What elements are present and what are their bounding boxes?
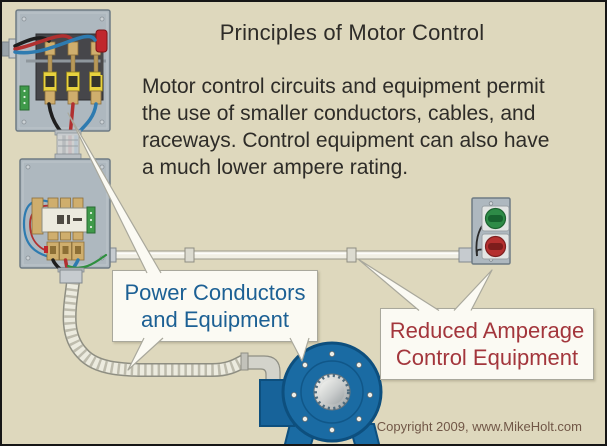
tail-to-raceway	[357, 258, 440, 312]
stop-button	[481, 233, 510, 260]
slide-title: Principles of Motor Control	[219, 20, 485, 45]
body-line: a much lower ampere rating.	[142, 156, 409, 179]
callout-control-line1: Reduced Amperage	[389, 318, 585, 343]
control-wire-loops	[22, 199, 57, 260]
slide-body: Motor control circuits and equipment per…	[142, 73, 605, 181]
body-line: the use of smaller conductors, cables, a…	[142, 102, 536, 125]
callout-power-line1: Power Conductors	[124, 280, 306, 305]
motor	[240, 341, 383, 444]
start-button	[481, 205, 510, 232]
disconnect-handle	[95, 29, 108, 75]
tail-to-flex-conduit	[127, 337, 164, 371]
conduit-connector	[458, 247, 473, 263]
conduit-connector	[103, 247, 117, 263]
motor-junction-box	[259, 379, 295, 427]
conduit-coupling	[184, 247, 195, 263]
conduit-elbow	[240, 352, 281, 391]
callout-power-conductors: Power Conductors and Equipment	[112, 270, 318, 342]
control-wires	[475, 221, 487, 257]
cable-connector	[2, 41, 11, 57]
motor-starter-contactor	[19, 158, 111, 284]
callout-reduced-amperage: Reduced Amperage Control Equipment	[380, 308, 594, 380]
motor-shaft-hub	[313, 373, 351, 411]
auxiliary-contact	[31, 197, 44, 235]
fuses	[43, 41, 103, 105]
contactor	[41, 197, 93, 241]
motor-wires	[51, 253, 108, 283]
motor-bolts	[290, 350, 373, 433]
body-line: Motor control circuits and equipment per…	[142, 75, 545, 98]
panel-screw	[488, 201, 494, 206]
copyright-notice: Copyright 2009, www.MikeHolt.com	[376, 419, 582, 434]
callout-power-line2: and Equipment	[141, 307, 289, 332]
callout-control-line2: Control Equipment	[395, 345, 579, 370]
body-line: raceways. Control equipment can also hav…	[142, 129, 550, 152]
ground-terminal-strip	[86, 206, 96, 234]
fused-disconnect-switch	[2, 9, 111, 201]
load-side-wires	[47, 102, 98, 201]
panel-screw	[488, 257, 494, 262]
overload-relay	[44, 241, 85, 261]
flex-connector	[57, 267, 85, 284]
conduit-nipple	[54, 129, 82, 160]
panel-screws	[25, 164, 105, 261]
cable-connector	[8, 38, 20, 59]
line-side-wires	[13, 34, 97, 55]
ground-terminal-strip	[19, 85, 30, 111]
panel-screws	[21, 16, 105, 125]
conduit-coupling	[346, 247, 357, 263]
emt-raceway	[103, 247, 473, 263]
tail-to-button-station	[453, 269, 493, 311]
push-button-station	[471, 197, 511, 265]
